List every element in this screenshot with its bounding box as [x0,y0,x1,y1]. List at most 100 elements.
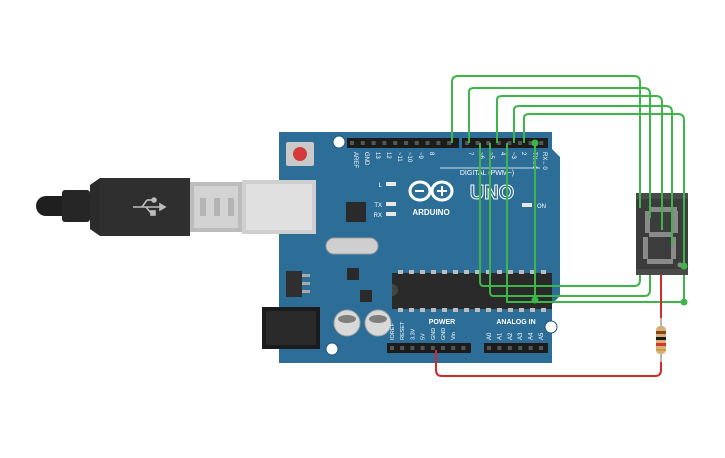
digit-segments [643,207,678,264]
capacitor [333,309,361,337]
status-led [386,182,396,186]
analog-pin-label: A1 [497,332,503,340]
analog-pin-label: A5 [539,332,545,340]
digital-pin-label: 7 [467,152,473,156]
power-pin-label: RESET [400,321,406,340]
pin-hole[interactable] [430,346,435,350]
pin-hole[interactable] [393,141,398,145]
digital-pin-label: ~3 [510,152,516,160]
digital-pin-label: ~10 [406,152,412,163]
pin-hole[interactable] [539,346,543,350]
jumper-wire[interactable] [435,350,662,377]
mounting-hole [325,342,339,356]
digital-pin-label: 13 [374,152,380,159]
analog-pin-label: A4 [529,332,535,340]
digital-pin-label: 4 [499,152,505,156]
pin-hole[interactable] [382,141,387,145]
power-pin-label: 5V [421,333,427,340]
pin-hole[interactable] [475,141,480,145]
pin-hole[interactable] [360,141,365,145]
usb-chip [346,202,366,222]
pin-hole[interactable] [496,141,501,145]
analog-pin-label: A2 [508,332,514,340]
crystal-oscillator [325,237,379,255]
pin-hole[interactable] [350,141,354,145]
mounting-hole [332,135,346,149]
pin-hole[interactable] [410,346,415,350]
pin-hole[interactable] [451,346,456,350]
pin-hole[interactable] [414,141,419,145]
pin-hole[interactable] [371,141,376,145]
jumper-wire[interactable] [506,143,684,303]
pin-hole[interactable] [487,346,491,350]
atmega-chip [392,270,552,312]
digital-pin-label: 8 [428,152,434,156]
mounting-hole [544,320,558,334]
pin-hole[interactable] [528,346,533,350]
pin-hole[interactable] [404,141,408,145]
pin-hole[interactable] [518,346,523,350]
status-led-label: TX [374,203,382,209]
wire-endpoint[interactable] [531,296,539,304]
jumper-wire[interactable] [513,105,673,246]
power-pin-label: Vin [451,332,457,340]
wire-endpoint[interactable] [531,139,539,147]
resistor[interactable] [656,318,666,362]
power-led [522,203,532,207]
voltage-regulator [286,271,302,297]
wires[interactable] [435,75,688,377]
status-led-label: L [379,183,383,189]
wire-endpoint[interactable] [680,298,688,306]
usb-icon [133,197,167,216]
digital-pin-label: ~9 [417,152,423,160]
jumper-wire[interactable] [479,143,641,287]
jumper-wire[interactable] [489,143,651,297]
arduino-logo [408,180,454,202]
pin-hole[interactable] [436,141,441,145]
wire-endpoint[interactable] [680,262,688,270]
digital-header-left [347,138,459,148]
capacitor [364,309,392,337]
pin-hole[interactable] [400,346,405,350]
usb-cable[interactable] [36,178,242,236]
on-led-label: ON [537,204,546,210]
pin-hole[interactable] [461,346,466,350]
jumper-wire[interactable] [451,75,641,208]
analog-header [484,343,548,353]
pin-hole[interactable] [518,141,522,145]
power-pin-label: GND [431,328,437,340]
pin-hole[interactable] [425,141,430,145]
jumper-wire[interactable] [496,95,663,230]
pin-hole[interactable] [528,141,533,145]
pin-hole[interactable] [390,346,394,350]
power-header-label: POWER [429,319,455,326]
digital-pin-label: ~11 [396,152,402,162]
reset-button[interactable] [286,142,314,166]
pin-hole[interactable] [507,141,512,145]
power-pin-label: GND [441,328,447,340]
pin-hole[interactable] [465,141,469,145]
digital-pin-label: AREF [352,152,358,168]
dc-power-jack [262,307,320,349]
digital-pin-label: GND [363,152,369,166]
jumper-wire[interactable] [523,113,685,266]
power-pin-label: IOREF [390,323,396,340]
pin-hole[interactable] [447,141,452,145]
pin-hole[interactable] [441,346,445,350]
status-led [386,212,396,216]
jumper-wire[interactable] [468,87,651,218]
pin-hole[interactable] [486,141,491,145]
pin-hole[interactable] [420,346,425,350]
power-pin-label: 3.3V [410,328,416,340]
pin-hole[interactable] [497,346,502,350]
status-led [386,202,396,206]
analog-pin-label: A0 [487,332,493,340]
pin-hole[interactable] [539,141,544,145]
analog-header-label: ANALOG IN [496,319,535,326]
analog-pin-label: A3 [518,332,524,340]
pin-hole[interactable] [507,346,512,350]
power-header [387,343,471,353]
digital-pin-label: 2 [520,152,526,156]
